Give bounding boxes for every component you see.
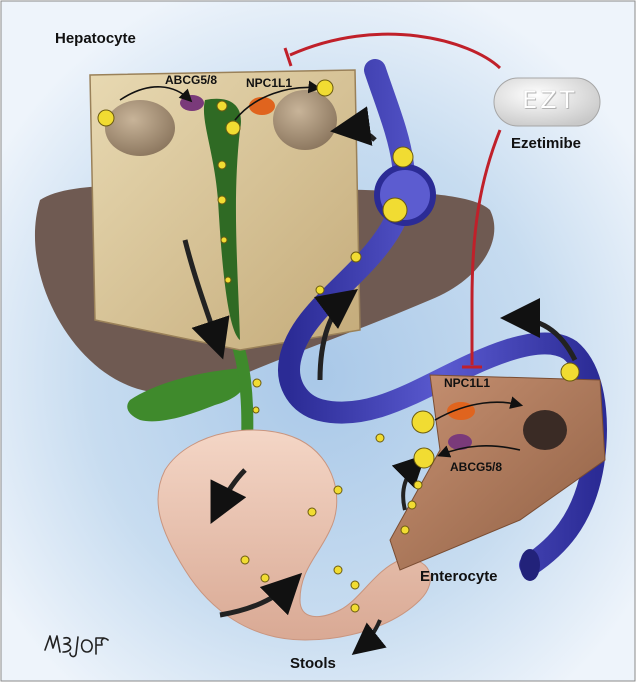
artist-signature [42,628,112,660]
npc1l1-transporter-top [249,97,275,115]
vessel-opening [520,549,540,581]
pill-imprint: EZT [522,86,577,114]
label-enterocyte: Enterocyte [420,568,498,585]
hepatocyte-nucleus-right [273,90,337,150]
enterocyte-nucleus [523,410,567,450]
label-ezetimibe: Ezetimibe [511,135,581,152]
label-stools: Stools [290,655,336,672]
abcg58-transporter-top [180,95,204,111]
label-abcg58-top: ABCG5/8 [165,73,217,87]
label-npc1l1-bottom: NPC1L1 [444,376,490,390]
label-npc1l1-top: NPC1L1 [246,76,292,90]
hepatocyte-nucleus-left [105,100,175,156]
label-hepatocyte: Hepatocyte [55,30,136,47]
label-abcg58-bottom: ABCG5/8 [450,460,502,474]
